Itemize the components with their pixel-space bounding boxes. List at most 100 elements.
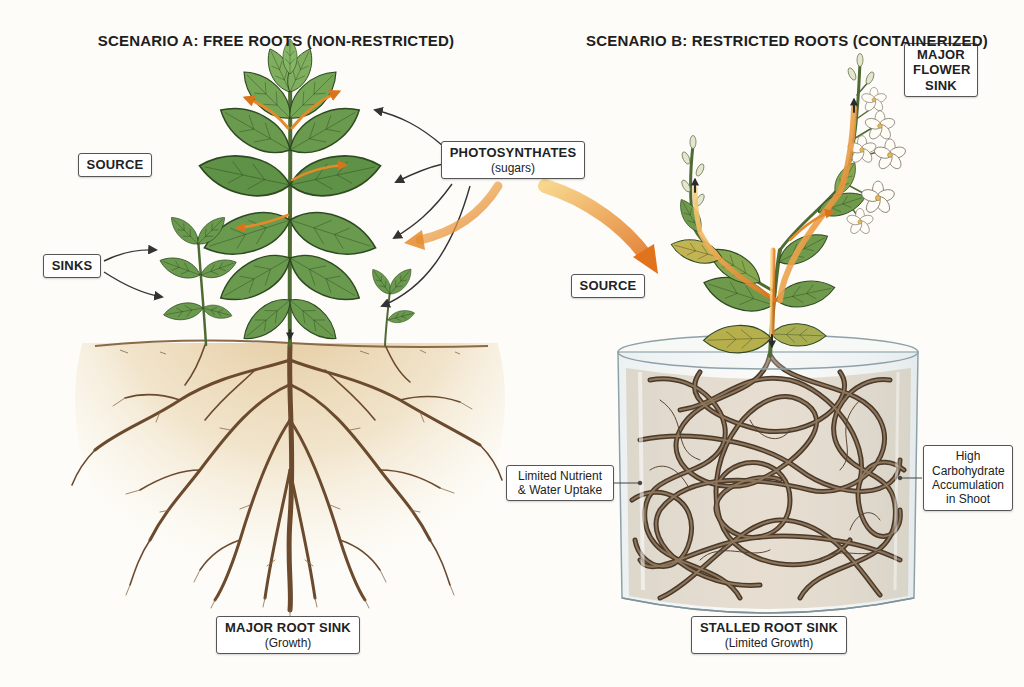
- tangled-roots: [680, 378, 862, 480]
- free-roots: [385, 345, 410, 382]
- node-text: STALLED ROOT SINK: [700, 620, 838, 636]
- restricted-plant-leaves: [669, 234, 725, 268]
- node-text: (Limited Growth): [700, 636, 838, 650]
- scenario-heading: SCENARIO A: FREE ROOTS (NON-RESTRICTED): [98, 32, 454, 49]
- tangled-roots: [650, 400, 880, 560]
- node-text: SOURCE: [580, 278, 637, 294]
- free-plant-leaves: [385, 265, 416, 298]
- source-label: SOURCE: [571, 274, 646, 298]
- callout-box: Limited Nutrient & Water Uptake: [506, 465, 614, 502]
- restricted-plant-leaves: [774, 226, 833, 271]
- flowers: [861, 87, 888, 112]
- flower-sink-label: MAJOR FLOWER SINK: [904, 43, 978, 98]
- flowers: [865, 71, 876, 85]
- callout-box: High Carbohydrate Accumulation in Shoot: [923, 445, 1013, 511]
- node-text: Limited Nutrient & Water Uptake: [515, 469, 605, 498]
- free-roots: [72, 345, 502, 618]
- photosynthate-arrows: [375, 110, 443, 146]
- container-rim: [618, 335, 918, 613]
- photosynthates-box: PHOTOSYNTHATES(sugars): [441, 141, 586, 179]
- sugar-flow: [292, 165, 345, 180]
- tangled-roots: [632, 355, 904, 598]
- free-roots: [160, 428, 420, 512]
- free-plant-leaves: [157, 39, 416, 348]
- free-roots: [430, 540, 450, 585]
- free-plant-leaves: [196, 147, 294, 203]
- flowers: [864, 111, 896, 142]
- leader-lines: [900, 478, 922, 479]
- tangled-roots: [716, 463, 790, 538]
- tangled-roots: [716, 463, 790, 538]
- photosynthate-arrows: [382, 186, 470, 306]
- free-roots: [325, 370, 375, 420]
- bud-spike: [695, 163, 706, 177]
- sugar-flow: [287, 88, 293, 330]
- leader-lines: [613, 483, 640, 484]
- free-roots: [72, 345, 502, 585]
- free-plant-stems: [198, 238, 206, 345]
- restricted-plant-leaves: [771, 323, 827, 347]
- free-plant-leaves: [193, 212, 230, 249]
- photosynthate-swoosh: [404, 186, 658, 274]
- free-plant-leaves: [284, 203, 381, 265]
- sinks-arrows: [104, 250, 162, 297]
- free-roots: [140, 470, 200, 490]
- free-plant-leaves: [162, 300, 204, 323]
- leader-lines: [613, 476, 922, 485]
- bud-spike: [680, 179, 692, 193]
- node-text: High Carbohydrate Accumulation in Shoot: [932, 449, 1004, 507]
- free-roots: [380, 470, 440, 488]
- leader-lines: [898, 476, 902, 480]
- free-roots: [290, 420, 365, 600]
- sugar-flow-restricted: [695, 100, 854, 346]
- sinks-label: SINKS: [43, 254, 102, 278]
- flowers: [873, 139, 907, 171]
- sinks-arrows: [104, 250, 156, 261]
- free-plant-leaves: [157, 252, 203, 283]
- container: [618, 352, 918, 613]
- root-sink-box: MAJOR ROOT SINK(Growth): [216, 616, 360, 654]
- restricted-plant-stems: [691, 62, 885, 356]
- sugar-flow-restricted: [771, 335, 773, 346]
- photosynthate-swoosh: [420, 186, 498, 240]
- leader-lines: [638, 481, 642, 485]
- sugar-flow-restricted: [790, 212, 832, 240]
- tangled-roots: [650, 420, 880, 530]
- flowers: [847, 67, 858, 81]
- free-roots: [400, 396, 460, 402]
- tangled-roots: [632, 355, 904, 598]
- node-text: SINKS: [52, 258, 93, 274]
- free-plant-leaves: [286, 147, 384, 203]
- free-roots: [215, 420, 290, 600]
- free-roots: [290, 470, 315, 598]
- free-roots: [95, 360, 480, 600]
- free-roots: [72, 450, 95, 485]
- sugar-flow-restricted: [853, 100, 855, 112]
- root-sink-box: STALLED ROOT SINK(Limited Growth): [691, 616, 847, 654]
- free-roots: [340, 540, 380, 570]
- photosynthate-arrows: [396, 164, 443, 182]
- free-plant-leaves: [198, 255, 238, 282]
- bud-spike: [681, 151, 692, 165]
- node-text: (Growth): [225, 636, 351, 650]
- free-roots: [156, 412, 424, 566]
- flowers: [857, 54, 863, 67]
- restricted-plant-leaves: [703, 324, 771, 354]
- flowers: [846, 208, 875, 235]
- photosynthate-swoosh: [545, 186, 645, 255]
- free-roots: [113, 398, 472, 582]
- sugar-flow: [238, 88, 345, 338]
- free-roots: [185, 345, 205, 385]
- node-text: SOURCE: [87, 157, 144, 173]
- tangled-roots: [695, 372, 845, 432]
- tangled-roots: [660, 400, 880, 560]
- scenario-heading: SCENARIO B: RESTRICTED ROOTS (CONTAINERI…: [586, 32, 988, 49]
- sugar-flow: [292, 92, 338, 128]
- free-plant-leaves: [201, 302, 233, 322]
- free-plant-leaves: [387, 308, 416, 326]
- tangled-roots: [632, 355, 904, 598]
- sugar-flow-restricted: [780, 108, 854, 300]
- free-roots: [265, 470, 290, 598]
- tangled-roots: [695, 372, 845, 432]
